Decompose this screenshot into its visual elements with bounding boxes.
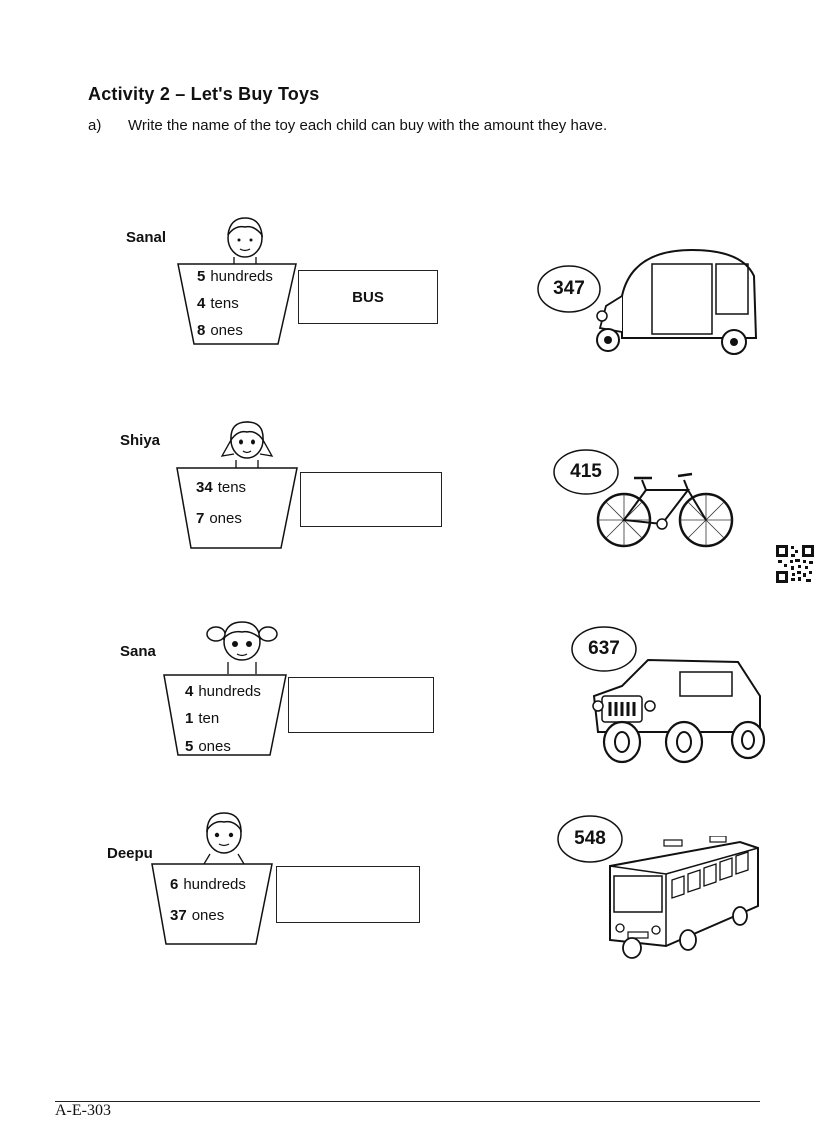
price-tag-auto: 347 <box>536 264 602 314</box>
answer-box-sanal[interactable]: BUS <box>298 270 438 324</box>
child-name-deepu: Deepu <box>107 845 153 862</box>
jeep-icon <box>592 658 766 764</box>
auto-rickshaw-icon <box>596 248 758 355</box>
footer-rule <box>55 1101 760 1102</box>
question-text: Write the name of the toy each child can… <box>128 117 608 134</box>
price-tag-bicycle: 415 <box>552 448 620 496</box>
girl-icon <box>220 421 274 468</box>
answer-box-shiya[interactable] <box>300 472 442 527</box>
boy-icon <box>203 812 245 864</box>
answer-box-deepu[interactable] <box>276 866 420 923</box>
bus-icon <box>609 836 759 959</box>
question-marker: a) <box>88 117 102 134</box>
child-name-sanal: Sanal <box>126 229 167 246</box>
price-tag-bus: 548 <box>556 814 624 864</box>
boy-icon <box>227 217 264 265</box>
activity-title: Activity 2 – Let's Buy Toys <box>88 84 320 104</box>
child-name-sana: Sana <box>120 643 156 660</box>
child-name-shiya: Shiya <box>120 432 161 449</box>
footer-code: A-E-303 <box>55 1102 111 1119</box>
bicycle-icon <box>596 472 734 548</box>
girl-pigtails-icon <box>206 621 278 674</box>
qr-code-icon <box>776 545 814 583</box>
answer-box-sana[interactable] <box>288 677 434 733</box>
price-tag-jeep: 637 <box>570 625 638 673</box>
